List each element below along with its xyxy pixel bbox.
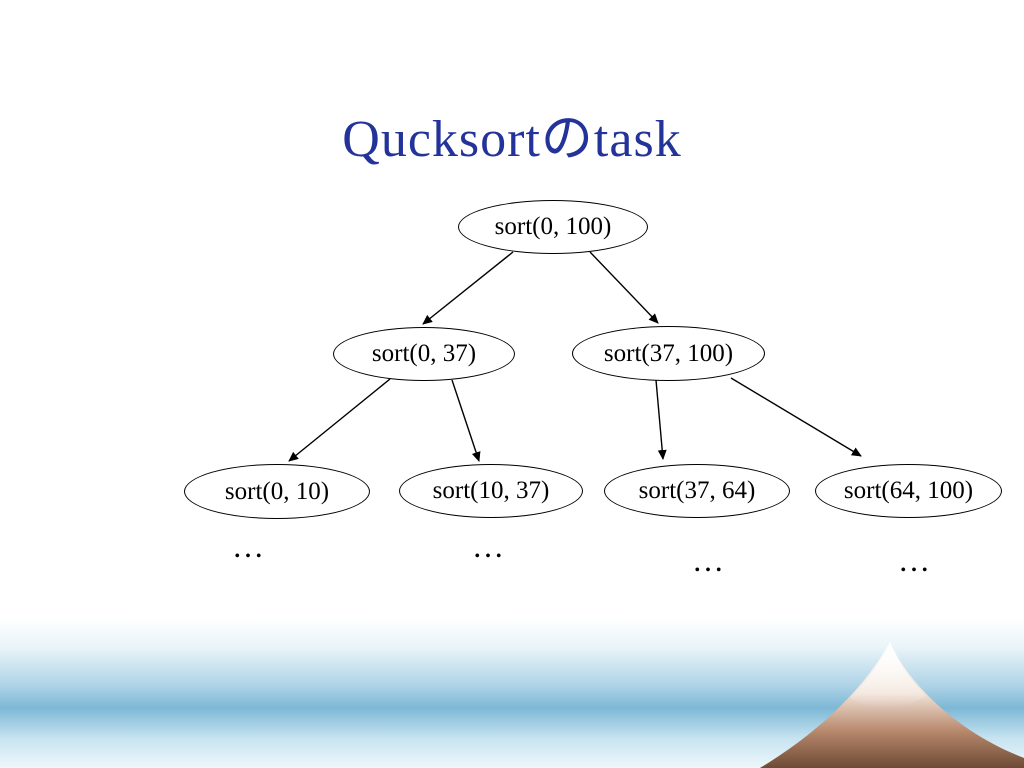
tree-node-sort-37-64: sort(37, 64) (604, 464, 790, 518)
tree-node-sort-64-100: sort(64, 100) (815, 464, 1002, 518)
tree-node-sort-37-100: sort(37, 100) (572, 326, 765, 381)
edge-right-to-leaf3 (730, 377, 862, 457)
edge-right-to-leaf2 (655, 379, 667, 460)
continuation-ellipsis-3: … (898, 542, 934, 578)
tree-node-sort-0-100: sort(0, 100) (458, 200, 648, 254)
continuation-ellipsis-2: … (692, 542, 728, 578)
slide-title: Qucksortのtask (342, 111, 682, 168)
continuation-ellipsis-1: … (472, 528, 508, 564)
tree-node-sort-0-37: sort(0, 37) (333, 327, 515, 381)
tree-node-sort-10-37: sort(10, 37) (399, 464, 583, 518)
edge-left-to-leaf0 (288, 378, 391, 462)
edge-root-to-left (422, 251, 514, 325)
edge-left-to-leaf1 (451, 379, 481, 462)
wave-graphic (0, 618, 1024, 768)
edge-root-to-right (589, 251, 659, 324)
continuation-ellipsis-0: … (232, 528, 268, 564)
tree-node-sort-0-10: sort(0, 10) (184, 464, 370, 519)
